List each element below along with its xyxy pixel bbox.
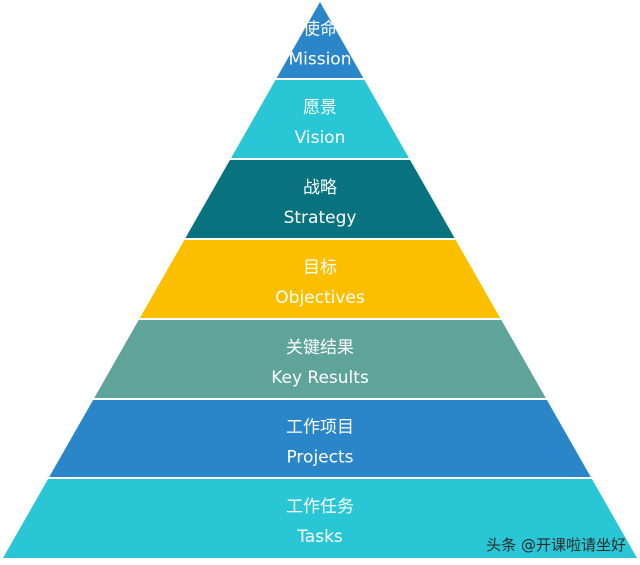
layer-label-en: Tasks: [296, 527, 343, 547]
layer-label-zh: 工作项目: [286, 418, 354, 438]
pyramid-layer-strategy: [185, 160, 455, 238]
layer-label-en: Projects: [286, 448, 353, 468]
pyramid-layer-objectives: [139, 240, 501, 318]
layer-label-zh: 目标: [303, 258, 337, 278]
layer-label-zh: 关键结果: [286, 338, 354, 358]
pyramid-layer-mission: [276, 2, 364, 78]
pyramid-layers: 使命 Mission 愿景 Vision 战略 Strategy 目标 Objectives 关…: [3, 2, 637, 558]
pyramid-layer-projects: [49, 400, 591, 477]
pyramid-layer-key-results: [94, 320, 546, 398]
layer-label-en: Key Results: [271, 368, 369, 388]
layer-label-en: Mission: [288, 50, 351, 70]
layer-label-en: Strategy: [284, 208, 357, 228]
watermark: 头条 @开课啦请坐好: [486, 536, 626, 554]
layer-label-zh: 工作任务: [286, 497, 354, 517]
layer-label-en: Vision: [295, 128, 346, 148]
layer-label-en: Objectives: [275, 288, 365, 308]
layer-label-zh: 使命: [303, 19, 337, 40]
layer-label-zh: 战略: [303, 178, 337, 198]
layer-label-zh: 愿景: [303, 98, 337, 118]
pyramid-layer-tasks: [3, 479, 637, 558]
pyramid-layer-vision: [231, 80, 409, 158]
